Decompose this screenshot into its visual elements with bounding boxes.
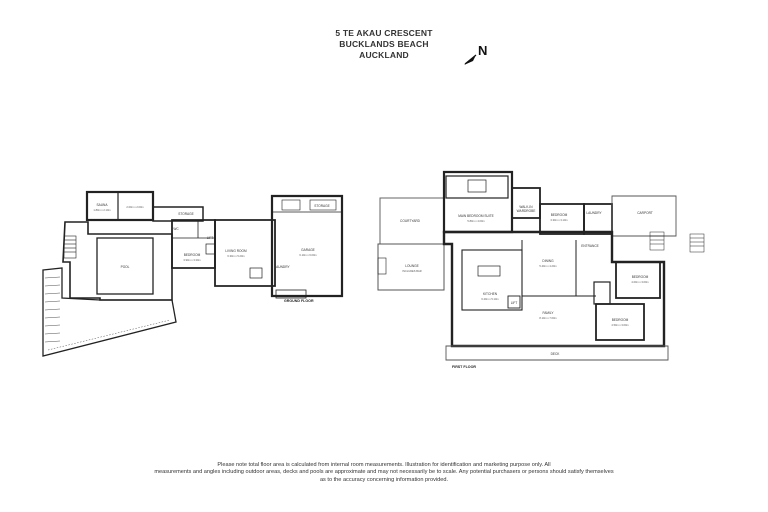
north-arrow-icon (464, 54, 477, 65)
north-compass: N (462, 43, 494, 67)
label-garage-storage: STORAGE (314, 204, 330, 208)
garage (270, 194, 344, 298)
label-storage: STORAGE (178, 212, 194, 216)
north-label: N (478, 43, 488, 58)
laundry-first (583, 203, 613, 235)
label-family-dims: 8.10m x 7.60m (539, 316, 556, 320)
label-dining: DINING (542, 259, 554, 263)
label-laundry: LAUNDRY (586, 211, 602, 215)
label-ground-bedroom-dims: 3.90m x 3.30m (183, 258, 200, 262)
label-living-dims: 6.30m x 5.20m (227, 254, 244, 258)
label-sauna: SAUNA (97, 203, 109, 207)
first-floor-living-wing (442, 230, 666, 348)
ground-living-room (214, 219, 276, 287)
label-main-bedroom-dims: 5.80m x 4.00m (467, 219, 484, 223)
address-header: 5 TE AKAU CRESCENT BUCKLANDS BEACH AUCKL… (0, 28, 768, 61)
label-ground-floor: GROUND FLOOR (284, 299, 314, 303)
label-garage: GARAGE (301, 248, 315, 252)
label-kitchen: KITCHEN (483, 292, 498, 296)
deck (445, 345, 669, 361)
main-bedroom-suite (442, 170, 514, 234)
label-ground-bedroom: BEDROOM (184, 253, 201, 257)
lower-deck (42, 267, 177, 357)
walk-in-wardrobe (511, 187, 541, 219)
disclaimer-text: Please note total floor area is calculat… (90, 462, 678, 484)
label-courtyard: COURTYARD (400, 219, 421, 223)
label-main-bedroom: MAIN BEDROOM SUITE (458, 214, 494, 218)
sauna-block (85, 190, 155, 222)
label-kitchen-dims: 6.20m x 5.10m (481, 297, 498, 301)
label-first-lift: LIFT (511, 301, 518, 305)
label-pool: POOL (121, 265, 130, 269)
lounge-area (377, 243, 445, 291)
label-ground-lift: LIFT (207, 236, 214, 240)
label-bedroom-top-dims: 3.30m x 3.10m (550, 218, 567, 222)
label-dining-dims: 5.40m x 4.20m (539, 264, 556, 268)
storage-room (152, 206, 204, 222)
bedroom-bottom (595, 303, 645, 341)
address-line-1: 5 TE AKAU CRESCENT (335, 28, 433, 38)
carport (611, 195, 677, 237)
label-wc: WC (173, 227, 179, 231)
disclaimer-line-3: as to the accuracy concerning informatio… (319, 476, 449, 483)
label-bedroom-right-dims: 4.00m x 3.60m (631, 280, 648, 284)
label-entrance: ENTRANCE (581, 244, 599, 248)
disclaimer-line-2: measurements and angles including outdoo… (154, 469, 614, 476)
label-carport: CARPORT (637, 211, 653, 215)
disclaimer-line-1: Please note total floor area is calculat… (217, 462, 551, 468)
label-bedroom-bottom-dims: 4.50m x 3.60m (611, 323, 628, 327)
label-family: FAMILY (542, 311, 554, 315)
label-bedroom-bottom: BEDROOM (612, 318, 629, 322)
label-walk-in: WALK-IN (519, 205, 533, 209)
label-first-floor: FIRST FLOOR (452, 365, 476, 369)
address-line-3: AUCKLAND (359, 50, 409, 60)
label-bedroom-right: BEDROOM (632, 275, 649, 279)
label-store-dims: 2.00m x 2.00m (126, 205, 143, 209)
label-lounge: LOUNGE (405, 264, 418, 268)
address-line-2: BUCKLANDS BEACH (339, 39, 429, 49)
label-ground-laundry: LAUNDRY (274, 265, 290, 269)
label-deck: DECK (551, 352, 561, 356)
pool (96, 237, 154, 295)
label-garage-dims: 6.10m x 6.00m (299, 253, 316, 257)
label-living-room: LIVING ROOM (225, 249, 247, 253)
lift-first (507, 295, 521, 309)
label-bedroom-top: BEDROOM (551, 213, 568, 217)
pool-surround (62, 221, 173, 301)
label-wardrobe: WARDROBE (517, 209, 536, 213)
label-sauna-dims: 1.80m x 2.10m (93, 208, 110, 212)
bedroom-right (615, 261, 661, 299)
label-lounge-sub: INCLUDES BAR (402, 269, 421, 273)
